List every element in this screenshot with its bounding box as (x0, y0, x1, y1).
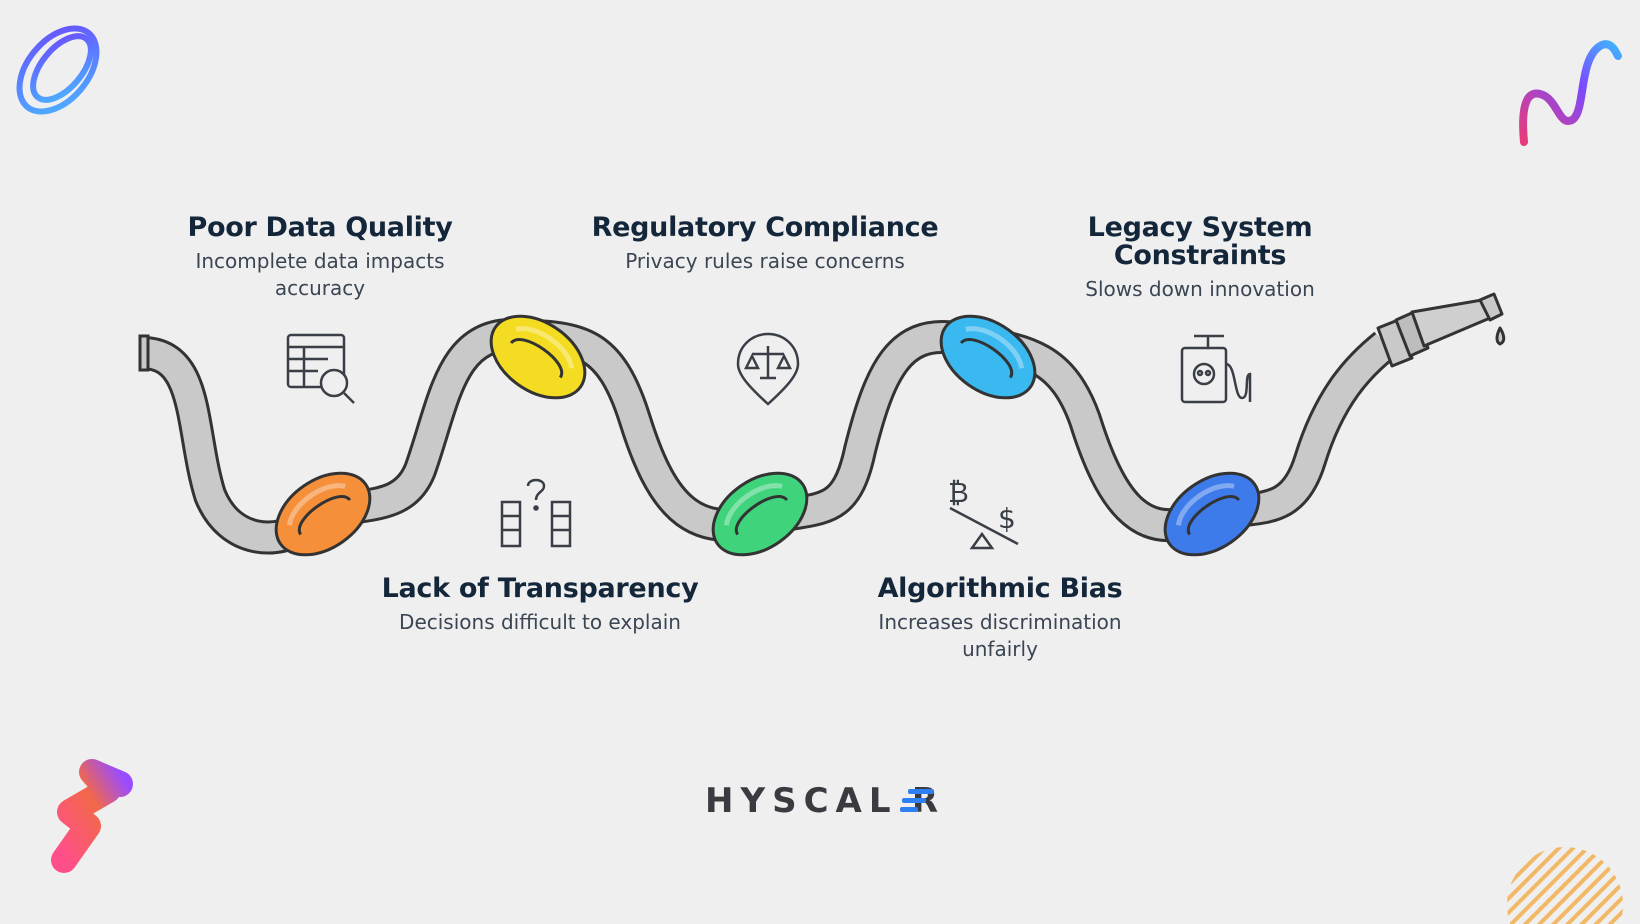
zigzag-icon (51, 759, 133, 873)
challenge-description: Increases discrimination unfairly (878, 610, 1122, 661)
nozzle-icon (1376, 292, 1506, 368)
challenge-title: Algorithmic Bias (877, 573, 1123, 604)
challenge-title: Lack of Transparency (381, 573, 699, 604)
knot-lack-of-transparency (489, 314, 587, 400)
scales-pin-icon (736, 332, 800, 406)
label-algorithmic-bias: Algorithmic Bias Increases discriminatio… (845, 575, 1155, 663)
svg-text:₿: ₿ (948, 476, 969, 509)
currency-seesaw-icon: ₿ $ (948, 476, 1019, 550)
challenge-description: Incomplete data impacts accuracy (195, 249, 445, 300)
striped-circle-icon (1507, 847, 1623, 924)
challenge-description: Slows down innovation (1085, 277, 1315, 301)
fuel-pump-skull-icon (1180, 334, 1252, 404)
challenge-description: Privacy rules raise concerns (625, 249, 905, 273)
knot-legacy-system-constraints (1163, 471, 1261, 557)
svg-text:$: $ (998, 502, 1016, 535)
label-legacy-system-constraints: Legacy System Constraints Slows down inn… (1045, 214, 1355, 303)
brand-logo: HYSCAL R (705, 778, 945, 824)
brand-e-bars-icon (899, 787, 934, 815)
label-poor-data-quality: Poor Data Quality Incomplete data impact… (170, 214, 470, 302)
knot-poor-data-quality (274, 471, 372, 557)
knot-regulatory-compliance (711, 471, 809, 557)
challenge-description: Decisions difficult to explain (399, 610, 681, 634)
challenge-title: Legacy System Constraints (1087, 212, 1313, 271)
wave-icon (1519, 40, 1622, 146)
table-search-icon (286, 333, 355, 404)
knot-algorithmic-bias (939, 314, 1037, 400)
challenge-title: Poor Data Quality (187, 212, 453, 243)
label-lack-of-transparency: Lack of Transparency Decisions difficult… (370, 575, 710, 636)
challenge-title: Regulatory Compliance (591, 212, 939, 243)
swirl-icon (16, 25, 100, 115)
brand-text-left: HYSCAL (705, 781, 898, 821)
question-blocks-icon (500, 478, 572, 548)
label-regulatory-compliance: Regulatory Compliance Privacy rules rais… (575, 214, 955, 275)
